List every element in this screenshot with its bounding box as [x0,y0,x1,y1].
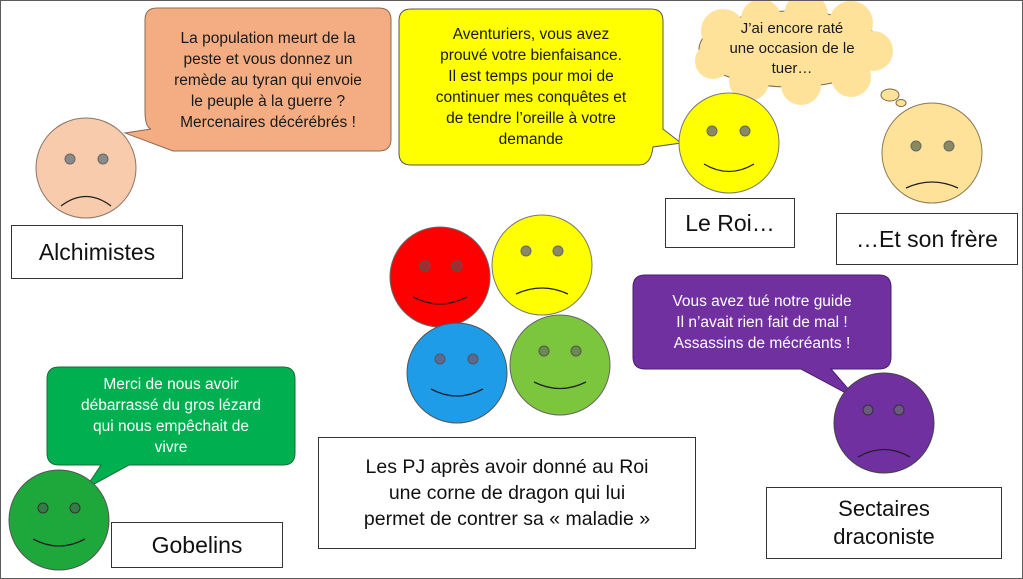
bubble-line: Vous avez tué notre guide [672,292,852,310]
bubble-line: J’ai encore raté [740,20,844,37]
bubble-line: Assassins de mécréants ! [673,334,851,352]
bubble-gobelins-text: Merci de nous avoir débarrassé du gros l… [47,368,295,464]
face-gobelins [8,469,110,571]
bubble-line: débarrassé du gros lézard [80,397,262,414]
label-gobelins: Gobelins [111,522,283,568]
bubble-line: tuer… [771,60,813,77]
bubble-sectaires-shape [632,274,892,400]
bubble-alchimistes-text: La population meurt de la peste et vous … [145,10,391,150]
label-text: Gobelins [151,531,243,558]
face-pj-green [509,314,611,416]
bubble-line: La population meurt de la [180,29,356,47]
bubble-line: qui nous empêchait de [93,418,249,435]
label-text: Le Roi… [685,209,775,236]
caption-line: Les PJ après avoir donné au Roi [365,456,649,478]
bubble-line: une occasion de le [729,40,855,57]
bubble-alchimistes-shape [123,7,392,152]
label-text: draconiste [833,524,935,549]
caption-line: une corne de dragon qui lui [388,482,626,504]
bubble-line: peste et vous donnez un [183,50,353,68]
bubble-gobelins-shape [46,366,296,490]
bubble-line: Aventuriers, vous avez [452,26,610,43]
label-frere: …Et son frère [836,213,1018,265]
face-alchimistes [35,117,137,219]
face-pj-yellow [491,214,593,316]
label-text: Sectaires [838,496,930,521]
face-sectaires [833,372,935,474]
face-frere [881,102,983,204]
bubble-line: remède au tyran qui envoie [174,71,362,89]
bubble-line: demande [498,131,564,148]
label-text: …Et son frère [856,225,998,252]
bubble-line: prouvé votre bienfaisance. [440,47,622,64]
bubble-line: Il n’avait rien fait de mal ! [676,313,848,331]
face-pj-red [389,226,491,328]
bubble-line: le peuple à la guerre ? [190,92,346,110]
bubble-line: continuer mes conquêtes et [435,89,627,106]
face-roi [678,92,780,194]
label-roi: Le Roi… [665,198,795,248]
bubble-line: de tendre l’oreille à votre [446,110,616,127]
bubble-line: vivre [154,439,188,456]
bubble-roi-text: Aventuriers, vous avez prouvé votre bien… [399,11,663,163]
bubble-roi-shape [398,8,683,166]
label-sectaires: Sectaires draconiste [766,487,1002,559]
thought-frere-text: J’ai encore raté une occasion de le tuer… [717,11,867,87]
label-alchimistes: Alchimistes [11,225,183,279]
label-text: Alchimistes [38,238,156,265]
bubble-sectaires-text: Vous avez tué notre guide Il n’avait rie… [633,277,891,367]
caption-line: permet de contrer sa « maladie » [363,508,651,530]
bubble-line: Merci de nous avoir [103,376,239,393]
bubble-line: Il est temps pour moi de [448,68,614,85]
bubble-line: Mercenaires décérébrés ! [180,113,356,131]
caption-pj: Les PJ après avoir donné au Roi une corn… [318,437,696,549]
face-pj-blue [406,322,508,424]
